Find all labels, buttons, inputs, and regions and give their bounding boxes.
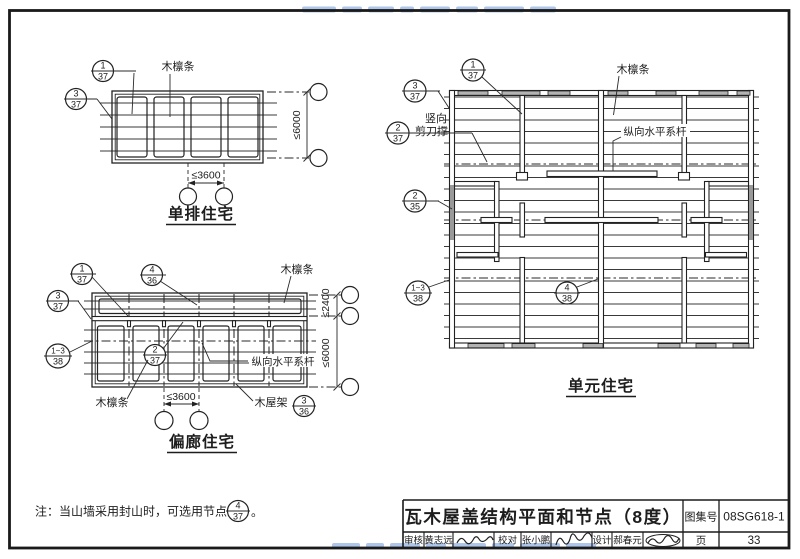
svg-text:1~3: 1~3	[51, 347, 65, 356]
label-brace-line1: 竖向	[425, 111, 447, 125]
svg-text:37: 37	[393, 134, 403, 144]
callout-node: 1 37	[70, 262, 129, 317]
callout-node: 4 38	[554, 278, 599, 305]
design-label: 设计	[592, 535, 612, 547]
callout-node: 3 37	[402, 79, 450, 109]
axis-bubble	[309, 148, 328, 168]
designer-name: 郝春元	[613, 535, 642, 547]
svg-text:3: 3	[73, 89, 78, 99]
dim-depth: ≤6000	[320, 338, 332, 367]
label-purlin: 木檩条	[162, 59, 195, 73]
atlas-number: 08SG618-1	[723, 510, 785, 524]
footnote: 注：当山墙采用封山时，可选用节点 4 37 。	[35, 499, 263, 523]
svg-text:37: 37	[77, 275, 87, 285]
label-roof-truss: 木屋架	[255, 396, 288, 409]
callout-node: 3 37	[64, 87, 113, 120]
page-label: 页	[696, 535, 707, 547]
svg-text:37: 37	[150, 356, 160, 366]
review-label: 审核	[404, 535, 424, 547]
label-purlin-bottom: 木檩条	[96, 395, 129, 409]
callout-node: 3 37	[46, 289, 92, 320]
title-block: 瓦木屋盖结构平面和节点（8度） 图集号 08SG618-1 审核 黄志远 校对 …	[402, 499, 789, 548]
sheet-border	[8, 9, 791, 550]
svg-text:37: 37	[98, 72, 108, 82]
diagram-side-corridor: ≤2400 ≤6000 ≤3600 1 37 4 36 3	[44, 262, 360, 454]
dim-corridor: ≤2400	[320, 288, 332, 317]
dim-span: ≤3600	[166, 391, 195, 403]
page-number: 33	[748, 535, 761, 547]
callout-node: 2 37	[385, 121, 488, 163]
axis-bubble	[178, 187, 198, 206]
svg-text:37: 37	[233, 512, 243, 522]
axis-bubble	[214, 187, 234, 206]
svg-text:36: 36	[299, 407, 309, 417]
svg-text:38: 38	[53, 357, 63, 367]
svg-text:37: 37	[410, 92, 420, 102]
svg-text:3: 3	[301, 396, 306, 406]
svg-text:2: 2	[395, 123, 400, 133]
label-tie-rod: 纵向水平系杆	[252, 355, 315, 368]
svg-text:37: 37	[53, 302, 63, 312]
axis-bubble	[340, 306, 360, 326]
footnote-text: 注：当山墙采用封山时，可选用节点	[35, 504, 227, 519]
diagram-title: 偏廊住宅	[169, 432, 235, 451]
svg-text:37: 37	[468, 71, 478, 81]
callout-node: 2 35	[402, 189, 453, 213]
atlas-number-label: 图集号	[685, 510, 718, 524]
callout-node: 3 36	[292, 394, 316, 418]
svg-text:1: 1	[79, 264, 84, 274]
dim-depth: ≤6000	[291, 110, 303, 139]
svg-text:3: 3	[55, 291, 60, 301]
svg-text:3: 3	[412, 81, 417, 91]
dim-span: ≤3600	[191, 170, 220, 182]
callout-node: 2 37	[143, 321, 184, 367]
axis-bubble	[189, 410, 209, 431]
callout-node: 1~3 38	[404, 279, 450, 306]
signature-scribble	[555, 532, 593, 546]
purlin-blocking	[457, 90, 751, 349]
diagram-title: 单元住宅	[568, 376, 634, 395]
label-brace-line2: 剪刀撑	[415, 124, 448, 138]
sheet-title: 瓦木屋盖结构平面和节点（8度）	[404, 507, 681, 527]
svg-text:36: 36	[147, 276, 157, 286]
svg-text:1~3: 1~3	[411, 284, 425, 293]
label-purlin-top: 木檩条	[281, 262, 314, 276]
diagram-unit-residence: 1 37 3 37 2 37 2 35 1~3	[385, 58, 759, 398]
svg-text:2: 2	[412, 191, 417, 201]
diagram-single-row: ≤3600 ≤6000 1 37 3 37 木檩条 单排住宅	[64, 59, 328, 226]
label-purlin: 木檩条	[617, 62, 650, 76]
signature-scribble	[645, 534, 681, 547]
axis-bubble	[340, 377, 360, 397]
svg-text:1: 1	[100, 61, 105, 71]
svg-text:1: 1	[470, 60, 475, 70]
reviewer-name: 黄志远	[424, 535, 453, 547]
svg-text:37: 37	[71, 100, 81, 110]
callout-node: 1~3 38	[44, 340, 93, 369]
diagram-title: 单排住宅	[168, 204, 234, 223]
svg-text:38: 38	[562, 294, 572, 304]
callout-node: 4 36	[140, 263, 198, 306]
signature-scribble	[456, 536, 494, 545]
svg-text:38: 38	[413, 294, 423, 304]
svg-text:4: 4	[149, 265, 154, 275]
svg-text:4: 4	[564, 283, 569, 293]
svg-text:35: 35	[410, 202, 420, 212]
svg-text:4: 4	[235, 501, 240, 511]
label-tie-rod: 纵向水平系杆	[624, 125, 687, 138]
callout-node: 1 37	[91, 59, 136, 115]
checker-name: 张小鹏	[522, 535, 551, 547]
axis-bubble	[154, 410, 174, 431]
callout-node: 1 37	[460, 58, 523, 115]
axis-bubble	[340, 285, 360, 305]
svg-text:2: 2	[152, 345, 157, 355]
axis-bubble	[309, 82, 328, 102]
check-label: 校对	[498, 535, 518, 547]
footnote-period: 。	[251, 505, 263, 519]
